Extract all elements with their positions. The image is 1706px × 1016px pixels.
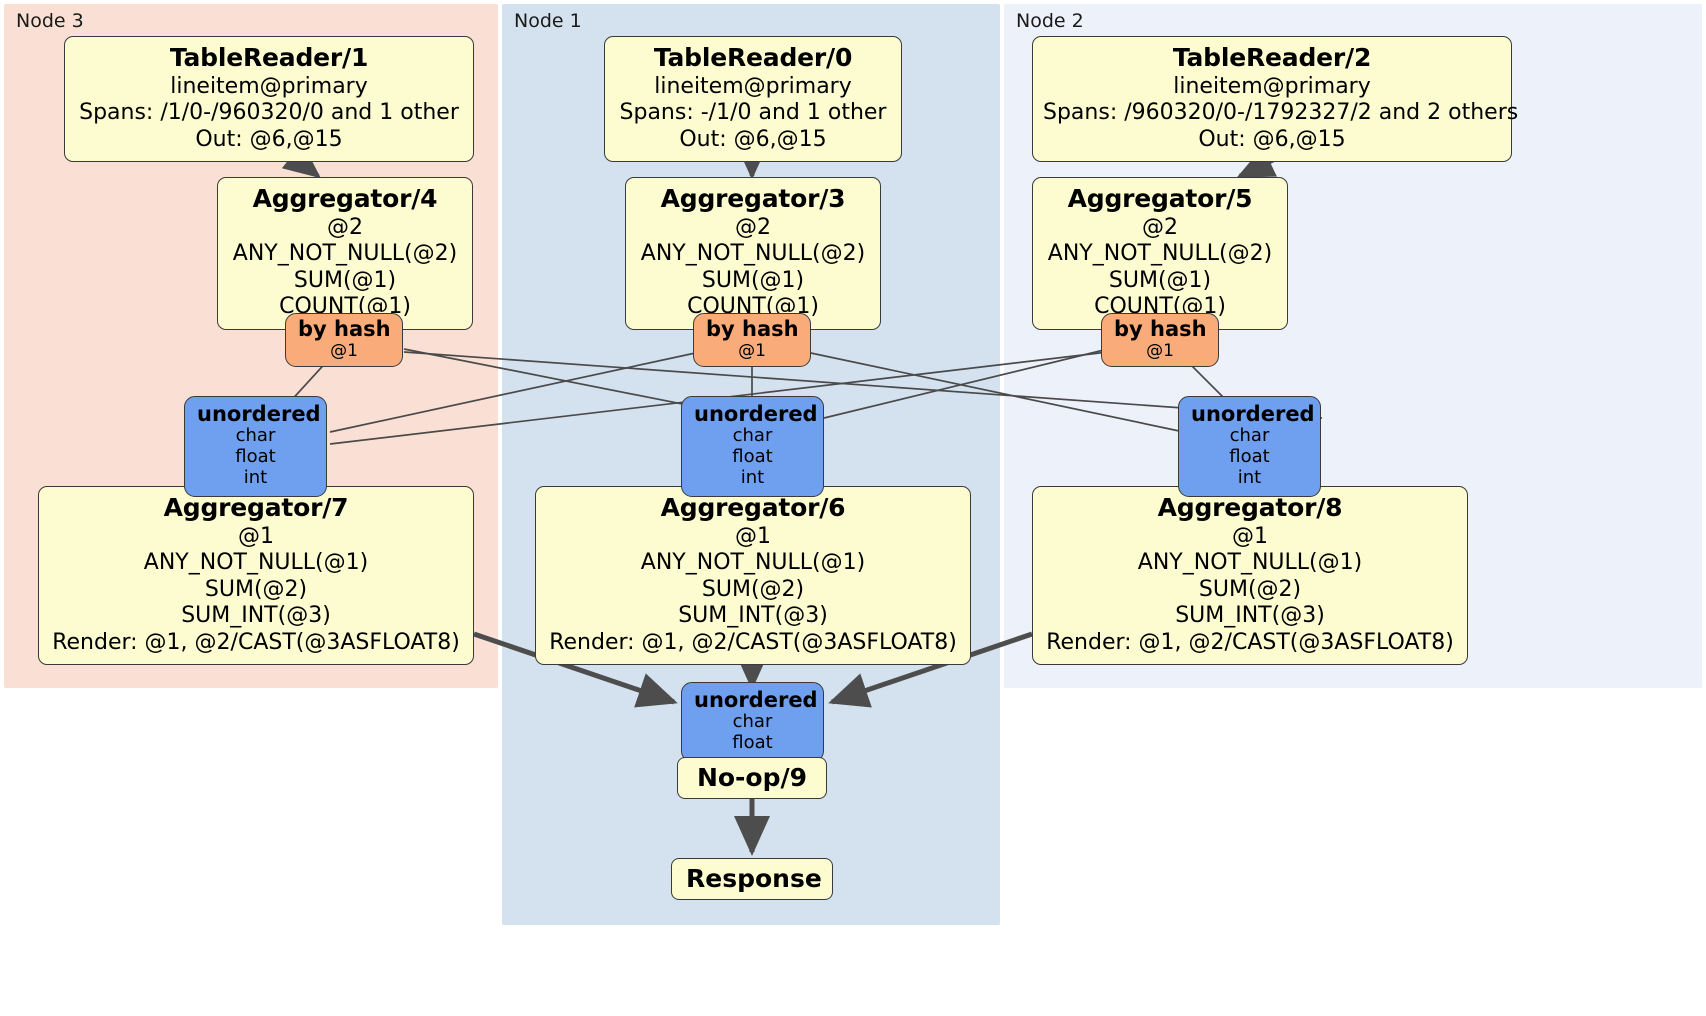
- synchronizer-title: unordered: [197, 402, 321, 426]
- synchronizer-title: unordered: [694, 688, 818, 712]
- processor-title: Aggregator/4: [252, 184, 438, 213]
- processor-title: TableReader/1: [169, 43, 369, 72]
- node-panel-label-node3: Node 3: [16, 10, 84, 32]
- processor-noop-9[interactable]: No-op/9: [677, 757, 827, 799]
- processor-aggregator-6[interactable]: Aggregator/6 @1 ANY_NOT_NULL(@1) SUM(@2)…: [535, 486, 971, 665]
- processor-line: ANY_NOT_NULL(@2): [640, 241, 866, 267]
- processor-line: SUM(@2): [204, 576, 308, 602]
- processor-aggregator-4[interactable]: Aggregator/4 @2 ANY_NOT_NULL(@2) SUM(@1)…: [217, 177, 473, 330]
- processor-line: Out: @6,@15: [1198, 126, 1346, 152]
- processor-line: ANY_NOT_NULL(@2): [232, 241, 458, 267]
- processor-line: Out: @6,@15: [195, 126, 343, 152]
- processor-line: Spans: -/1/0 and 1 other: [619, 100, 887, 126]
- processor-title: No-op/9: [696, 763, 808, 792]
- router-by-hash-left[interactable]: by hash @1: [285, 313, 403, 367]
- processor-line: SUM(@2): [701, 576, 805, 602]
- processor-table-reader-2[interactable]: TableReader/2 lineitem@primary Spans: /9…: [1032, 36, 1519, 163]
- synchronizer-line: char: [732, 425, 773, 447]
- processor-title: Aggregator/7: [163, 493, 349, 522]
- processor-table-reader-1[interactable]: TableReader/1 lineitem@primary Spans: /1…: [64, 36, 474, 163]
- router-title: by hash: [298, 317, 391, 341]
- node-panel-label-node1: Node 1: [514, 10, 582, 32]
- router-line: @1: [330, 340, 358, 361]
- synchronizer-line: float: [732, 446, 773, 468]
- processor-line: @2: [735, 215, 771, 240]
- processor-line: SUM(@1): [293, 267, 397, 293]
- processor-line: @2: [1142, 215, 1178, 240]
- synchronizer-line: char: [732, 711, 773, 733]
- processor-line: Render: @1, @2/CAST(@3ASFLOAT8): [52, 629, 460, 655]
- processor-line: lineitem@primary: [1173, 74, 1371, 99]
- synchronizer-unordered-right[interactable]: unordered char float int: [1178, 396, 1321, 497]
- processor-aggregator-8[interactable]: Aggregator/8 @1 ANY_NOT_NULL(@1) SUM(@2)…: [1032, 486, 1468, 665]
- synchronizer-line: int: [243, 467, 268, 489]
- processor-line: Spans: /1/0-/960320/0 and 1 other: [79, 100, 459, 126]
- processor-line: Render: @1, @2/CAST(@3ASFLOAT8): [1046, 629, 1454, 655]
- synchronizer-line: int: [1237, 467, 1262, 489]
- synchronizer-line: float: [732, 732, 773, 754]
- processor-response[interactable]: Response: [671, 858, 833, 900]
- synchronizer-line: int: [740, 467, 765, 489]
- processor-line: @1: [1232, 524, 1268, 549]
- processor-line: SUM(@2): [1198, 576, 1302, 602]
- processor-line: SUM_INT(@3): [678, 603, 828, 629]
- router-title: by hash: [1114, 317, 1207, 341]
- processor-line: @1: [735, 524, 771, 549]
- processor-title: Aggregator/5: [1067, 184, 1253, 213]
- processor-line: @1: [238, 524, 274, 549]
- processor-line: SUM(@1): [1108, 267, 1212, 293]
- processor-aggregator-7[interactable]: Aggregator/7 @1 ANY_NOT_NULL(@1) SUM(@2)…: [38, 486, 474, 665]
- processor-line: SUM_INT(@3): [181, 603, 331, 629]
- processor-line: lineitem@primary: [170, 74, 368, 99]
- processor-line: Out: @6,@15: [679, 126, 827, 152]
- synchronizer-line: char: [235, 425, 276, 447]
- router-by-hash-center[interactable]: by hash @1: [693, 313, 811, 367]
- synchronizer-line: float: [1229, 446, 1270, 468]
- processor-title: Aggregator/8: [1157, 493, 1343, 522]
- synchronizer-title: unordered: [694, 402, 818, 426]
- router-line: @1: [738, 340, 766, 361]
- processor-aggregator-3[interactable]: Aggregator/3 @2 ANY_NOT_NULL(@2) SUM(@1)…: [625, 177, 881, 330]
- node-panel-label-node2: Node 2: [1016, 10, 1084, 32]
- processor-line: @2: [327, 215, 363, 240]
- processor-title: Aggregator/3: [660, 184, 846, 213]
- processor-title: Aggregator/6: [660, 493, 846, 522]
- processor-line: ANY_NOT_NULL(@2): [1047, 241, 1273, 267]
- processor-line: Render: @1, @2/CAST(@3ASFLOAT8): [549, 629, 957, 655]
- synchronizer-unordered-final[interactable]: unordered char float: [681, 682, 824, 763]
- router-title: by hash: [706, 317, 799, 341]
- processor-line: SUM_INT(@3): [1175, 603, 1325, 629]
- router-by-hash-right[interactable]: by hash @1: [1101, 313, 1219, 367]
- processor-line: ANY_NOT_NULL(@1): [1137, 550, 1363, 576]
- synchronizer-title: unordered: [1191, 402, 1315, 426]
- processor-line: ANY_NOT_NULL(@1): [143, 550, 369, 576]
- synchronizer-unordered-left[interactable]: unordered char float int: [184, 396, 327, 497]
- processor-line: SUM(@1): [701, 267, 805, 293]
- processor-table-reader-0[interactable]: TableReader/0 lineitem@primary Spans: -/…: [604, 36, 902, 163]
- processor-line: ANY_NOT_NULL(@1): [640, 550, 866, 576]
- router-line: @1: [1146, 340, 1174, 361]
- processor-aggregator-5[interactable]: Aggregator/5 @2 ANY_NOT_NULL(@2) SUM(@1)…: [1032, 177, 1288, 330]
- processor-line: Spans: /960320/0-/1792327/2 and 2 others: [1043, 100, 1519, 126]
- synchronizer-line: float: [235, 446, 276, 468]
- processor-line: lineitem@primary: [654, 74, 852, 99]
- processor-title: TableReader/2: [1172, 43, 1372, 72]
- processor-title: TableReader/0: [653, 43, 853, 72]
- synchronizer-unordered-center[interactable]: unordered char float int: [681, 396, 824, 497]
- synchronizer-line: char: [1229, 425, 1270, 447]
- processor-title: Response: [686, 864, 822, 893]
